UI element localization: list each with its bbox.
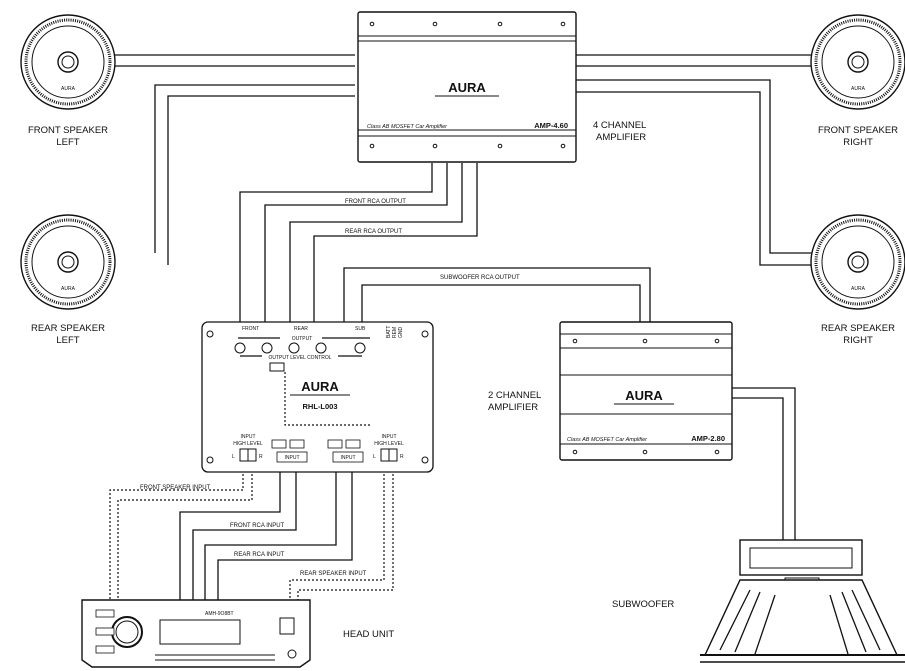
speaker-front-right: AURA	[810, 14, 905, 110]
speaker-badge: AURA	[851, 286, 866, 292]
converter-gnd-label: GND	[398, 327, 404, 339]
input-left-r: R	[259, 454, 263, 460]
speaker-rear-right: AURA	[810, 214, 905, 310]
converter-front-label: FRONT	[242, 326, 259, 332]
front-speaker-input-label: FRONT SPEAKER INPUT	[140, 485, 211, 491]
head-unit: AMH-9O8BT	[81, 599, 311, 668]
rca-input-front-label: INPUT	[285, 455, 300, 461]
converter-model: RHL-L003	[302, 402, 337, 411]
front-left-label-line1: FRONT SPEAKER	[28, 125, 108, 136]
rear-left-label-line2: LEFT	[56, 335, 79, 346]
amp2-label-line1: 2 CHANNEL	[488, 390, 541, 401]
front-left-label-line2: LEFT	[56, 137, 79, 148]
amp4-label-line2: AMPLIFIER	[596, 132, 646, 143]
front-right-label-line2: RIGHT	[843, 137, 873, 148]
amp4-description: Class AB MOSFET Car Amplifier	[367, 124, 448, 130]
amp2-model: AMP-2.80	[691, 434, 725, 443]
subwoofer	[700, 539, 905, 663]
speaker-badge: AURA	[61, 86, 76, 92]
speaker-badge: AURA	[851, 86, 866, 92]
subwoofer-wires	[720, 387, 796, 540]
rear-right-label-line1: REAR SPEAKER	[821, 323, 895, 334]
rear-rca-input-label: REAR RCA INPUT	[234, 552, 285, 558]
amp2-label-line2: AMPLIFIER	[488, 402, 538, 413]
input-left-l: L	[232, 454, 235, 460]
front-rca-input-label: FRONT RCA INPUT	[230, 523, 285, 529]
speaker-rear-left: AURA	[20, 214, 116, 310]
amp4-brand-logo: AURA	[448, 80, 486, 95]
converter-rear-label: REAR	[294, 326, 308, 332]
rear-left-label-line1: REAR SPEAKER	[31, 323, 105, 334]
input-left-label-line2: HIGH LEVEL	[233, 441, 263, 447]
subwoofer-label: SUBWOOFER	[612, 599, 674, 610]
amplifier-4-channel: AURA Class AB MOSFET Car Amplifier AMP-4…	[357, 11, 577, 163]
rca-wires-to-converter	[239, 163, 651, 322]
converter-output-label: OUTPUT	[292, 336, 313, 342]
rear-right-label-line2: RIGHT	[843, 335, 873, 346]
speaker-wires	[108, 54, 815, 266]
front-right-label-line1: FRONT SPEAKER	[818, 125, 898, 136]
front-rca-output-label: FRONT RCA OUTPUT	[345, 199, 406, 205]
converter-brand-logo: AURA	[301, 379, 339, 394]
converter-rhl-l003: FRONT REAR SUB OUTPUT GND REM BATT OUTPU…	[201, 321, 434, 473]
input-left-label-line1: INPUT	[241, 434, 256, 440]
converter-rem-label: REM	[392, 327, 398, 338]
head-unit-label: HEAD UNIT	[343, 629, 394, 640]
converter-batt-label: BATT	[386, 326, 392, 338]
converter-sub-label: SUB	[355, 326, 366, 332]
rear-speaker-input-label: REAR SPEAKER INPUT	[300, 571, 367, 577]
input-right-label-line2: HIGH LEVEL	[374, 441, 404, 447]
subwoofer-rca-output-label: SUBWOOFER RCA OUTPUT	[440, 275, 520, 281]
output-level-control-label: OUTPUT LEVEL CONTROL	[268, 355, 331, 361]
rear-rca-output-label: REAR RCA OUTPUT	[345, 229, 402, 235]
amp4-label-line1: 4 CHANNEL	[593, 120, 646, 131]
amp2-brand-logo: AURA	[625, 388, 663, 403]
speaker-badge: AURA	[61, 286, 76, 292]
speaker-front-left: AURA	[20, 14, 116, 110]
input-right-l: L	[373, 454, 376, 460]
amp2-description: Class AB MOSFET Car Amplifier	[567, 437, 648, 443]
head-unit-model: AMH-9O8BT	[205, 611, 234, 617]
rca-input-rear-label: INPUT	[341, 455, 356, 461]
head-unit-wires	[109, 470, 394, 600]
amplifier-2-channel: AURA Class AB MOSFET Car Amplifier AMP-2…	[559, 321, 733, 461]
amp4-model: AMP-4.60	[534, 121, 568, 130]
input-right-label-line1: INPUT	[382, 434, 397, 440]
input-right-r: R	[400, 454, 404, 460]
